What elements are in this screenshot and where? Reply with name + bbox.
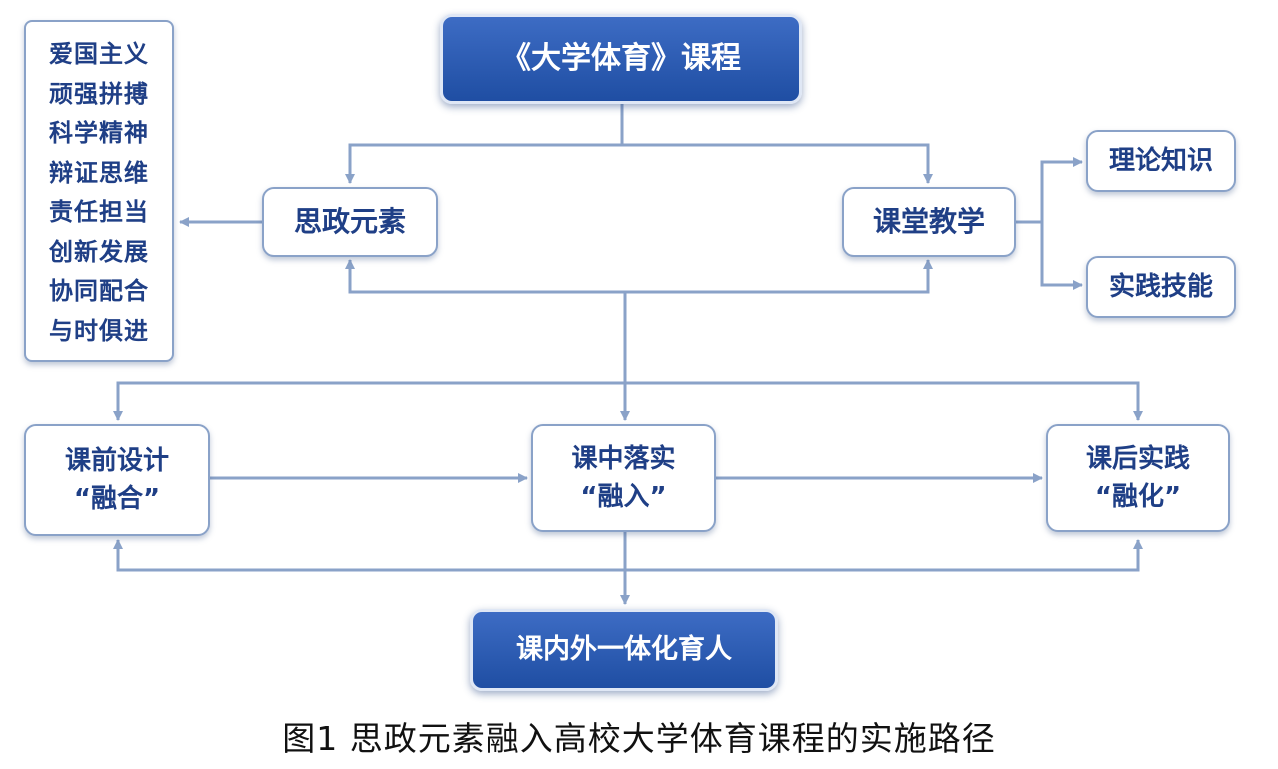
value-item: 与时俱进 [49, 316, 149, 345]
practice-skill-node: 实践技能 [1086, 256, 1236, 318]
value-item: 辩证思维 [49, 158, 149, 187]
edge-course-teaching [622, 143, 933, 184]
in-class-node: 课中落实 “融入” [531, 424, 716, 532]
in-class-sublabel: “融入” [580, 482, 667, 512]
edge-loop-pre [113, 539, 625, 572]
course-node: 《大学体育》课程 [440, 14, 802, 104]
ideology-node: 思政元素 [262, 187, 438, 257]
outcome-label: 课内外一体化育人 [516, 634, 732, 665]
in-class-label: 课中落实 [571, 444, 676, 474]
theory-label: 理论知识 [1108, 146, 1213, 176]
edge-distribute-pre [113, 381, 625, 421]
value-item: 顽强拼搏 [49, 79, 149, 108]
value-item: 科学精神 [49, 119, 149, 147]
course-label: 《大学体育》课程 [501, 41, 741, 76]
value-item: 协同配合 [49, 277, 149, 305]
edge-teaching-practice [1040, 222, 1083, 290]
edge-feedback-ideology [345, 259, 625, 294]
edge-teaching-theory [1040, 157, 1083, 222]
pre-class-label: 课前设计 [64, 446, 169, 476]
post-class-sublabel: “融化” [1094, 482, 1182, 512]
edge-loop-post [625, 539, 1143, 572]
value-item: 创新发展 [49, 237, 149, 266]
figure-caption: 图1 思政元素融入高校大学体育课程的实施路径 [282, 719, 996, 758]
teaching-label: 课堂教学 [872, 205, 985, 238]
pre-class-sublabel: “融合” [73, 484, 161, 514]
practice-skill-label: 实践技能 [1108, 272, 1213, 302]
edge-course-ideology [345, 143, 622, 184]
pre-class-node: 课前设计 “融合” [24, 424, 210, 536]
teaching-node: 课堂教学 [842, 187, 1016, 257]
theory-node: 理论知识 [1086, 130, 1236, 192]
ideology-label: 思政元素 [293, 205, 406, 238]
edge-distribute-post [625, 381, 1143, 421]
post-class-label: 课后实践 [1085, 444, 1190, 474]
outcome-node: 课内外一体化育人 [470, 609, 778, 691]
value-item: 责任担当 [49, 198, 149, 226]
values-list-box: 爱国主义 顽强拼搏 科学精神 辩证思维 责任担当 创新发展 协同配合 与时俱进 [24, 20, 174, 362]
edge-feedback-teaching [625, 259, 933, 294]
post-class-node: 课后实践 “融化” [1046, 424, 1230, 532]
value-item: 爱国主义 [49, 40, 149, 68]
